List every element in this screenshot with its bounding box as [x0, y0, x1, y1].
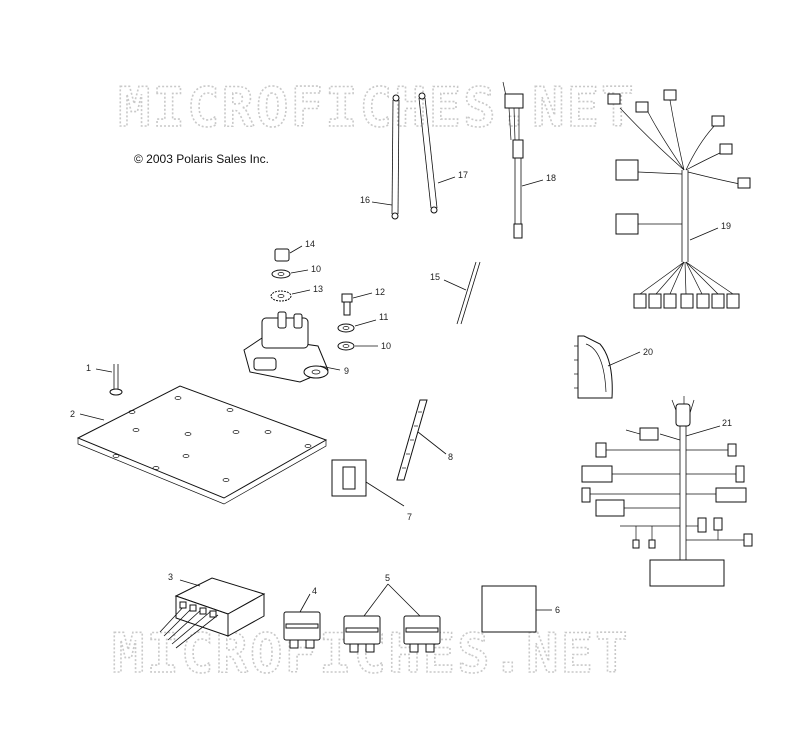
- leader-21: [685, 425, 721, 437]
- part-5-fuse-right: [403, 615, 441, 653]
- callout-11: 11: [379, 312, 388, 322]
- leader-16: [371, 201, 393, 206]
- leader-17: [437, 176, 456, 184]
- leader-3: [179, 579, 201, 587]
- callout-17: 17: [458, 170, 468, 180]
- callout-9: 9: [344, 366, 349, 376]
- part-4-fuse: [283, 611, 321, 649]
- leader-4: [299, 593, 311, 613]
- callout-19: 19: [721, 221, 731, 231]
- callout-5: 5: [385, 573, 390, 583]
- leader-13: [291, 289, 311, 295]
- leader-9: [319, 365, 341, 371]
- callout-12: 12: [375, 287, 385, 297]
- callout-4: 4: [312, 586, 317, 596]
- callout-20: 20: [643, 347, 653, 357]
- part-10-washer-upper: [271, 269, 291, 279]
- leader-14: [289, 245, 303, 254]
- part-5-fuse-left: [343, 615, 381, 653]
- callout-15: 15: [430, 272, 440, 282]
- leader-7: [365, 481, 405, 507]
- callout-21: 21: [722, 418, 732, 428]
- part-16-rod: [391, 94, 400, 220]
- callout-2: 2: [70, 409, 75, 419]
- leader-2: [79, 413, 105, 421]
- leader-18: [521, 179, 544, 187]
- callout-1: 1: [86, 363, 91, 373]
- part-13-lock-washer: [270, 290, 292, 302]
- callout-14: 14: [305, 239, 315, 249]
- watermark-top: MICROFICHES.NET: [118, 76, 636, 139]
- part-11-washer: [337, 323, 355, 333]
- part-2-mounting-plate: [76, 385, 328, 505]
- leader-11: [354, 319, 377, 327]
- callout-10a: 10: [311, 264, 321, 274]
- part-19-main-harness: [607, 89, 751, 309]
- part-15-tie-strap: [456, 261, 481, 325]
- part-14-nut: [274, 248, 290, 262]
- leader-19: [689, 227, 719, 241]
- callout-18: 18: [546, 173, 556, 183]
- part-18-harness: [502, 81, 524, 239]
- part-21-harness: [581, 396, 753, 587]
- part-9-solenoid: [243, 311, 329, 383]
- leader-12: [352, 292, 373, 299]
- leader-5a: [363, 583, 389, 617]
- part-1-screw: [109, 364, 123, 396]
- callout-13: 13: [313, 284, 323, 294]
- leader-1: [95, 368, 113, 373]
- part-8-strip: [396, 399, 428, 481]
- callout-7: 7: [407, 512, 412, 522]
- leader-20: [607, 351, 641, 367]
- leader-8: [417, 431, 447, 455]
- part-10-washer-lower: [337, 341, 355, 351]
- copyright-text: © 2003 Polaris Sales Inc.: [134, 152, 269, 166]
- callout-6: 6: [555, 605, 560, 615]
- part-7-label: [331, 459, 367, 497]
- leader-15: [443, 279, 467, 291]
- callout-8: 8: [448, 452, 453, 462]
- part-17-rod: [418, 92, 438, 214]
- leader-10a: [290, 269, 309, 274]
- part-12-bolt: [341, 293, 353, 316]
- callout-3: 3: [168, 572, 173, 582]
- callout-16: 16: [360, 195, 370, 205]
- leader-5b: [387, 583, 421, 617]
- part-6-panel: [481, 585, 537, 633]
- part-20-clip: [574, 335, 613, 399]
- part-3-module: [159, 577, 266, 649]
- callout-10b: 10: [381, 341, 391, 351]
